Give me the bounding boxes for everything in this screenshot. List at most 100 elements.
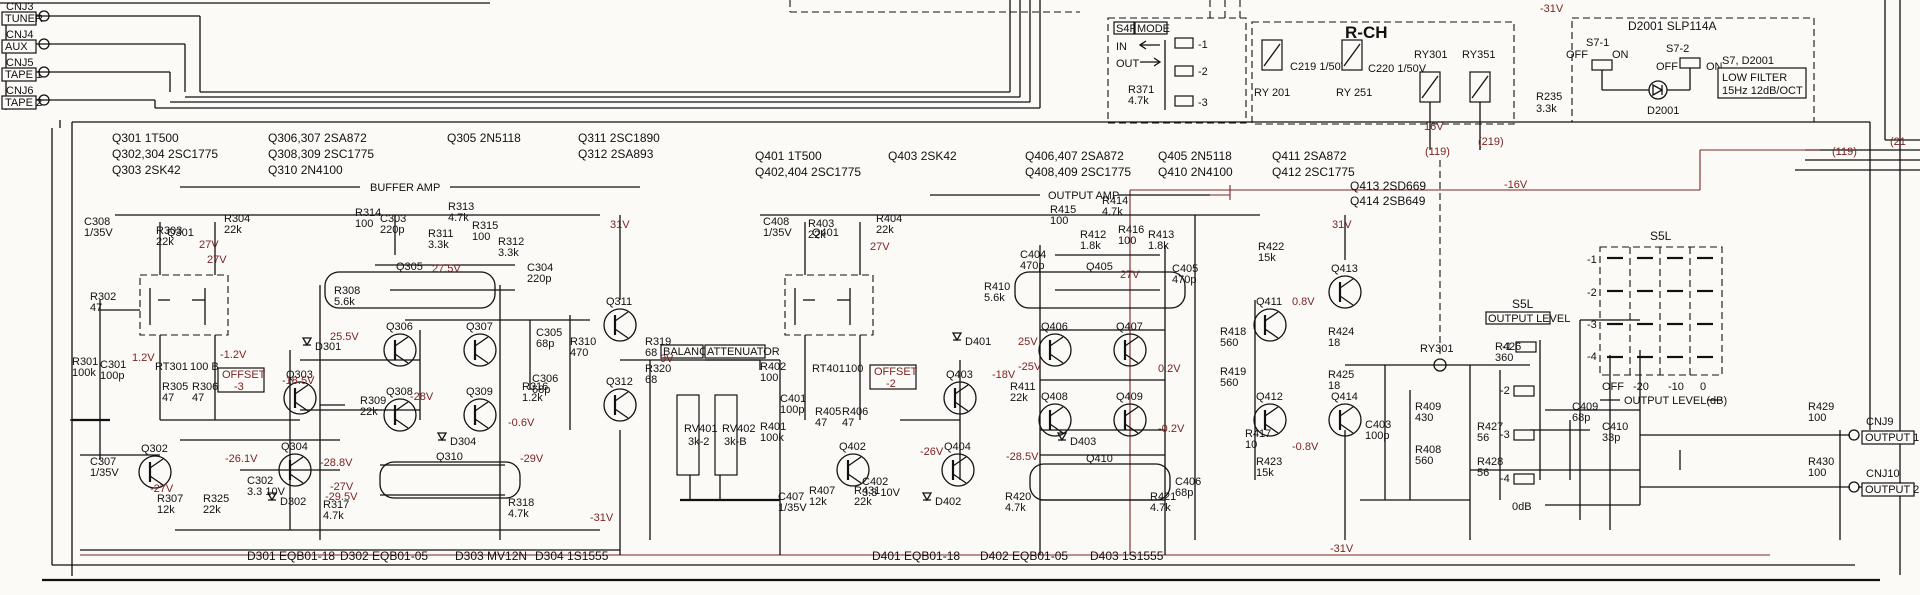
node-voltage: -1.2V: [220, 349, 247, 361]
component-value: 100: [1808, 467, 1826, 479]
component-value: 68p: [536, 338, 554, 350]
svg-text:-3: -3: [1198, 97, 1208, 109]
diode-list-entry: D304 1S1555: [535, 549, 609, 563]
s7-d2001-label: S7, D2001: [1722, 55, 1774, 67]
transistor-list-entry: Q401 1T500: [755, 149, 822, 163]
transistor-list-entry: Q410 2N4100: [1158, 165, 1233, 179]
component-value: 22k: [854, 496, 872, 508]
component-value: 15k: [1256, 467, 1274, 479]
node-voltage: -18V: [992, 369, 1016, 381]
offset2-label: OFFSET: [874, 366, 918, 378]
component-ref: R429: [1808, 401, 1834, 413]
rv402-val: 3k-B: [724, 436, 747, 448]
transistor-list-entry: Q302,304 2SC1775: [112, 147, 218, 161]
component-ref: R303: [156, 225, 182, 237]
transistor-q408: Q408: [1038, 391, 1072, 437]
transistor-label: Q407: [1116, 321, 1143, 333]
ry301-contact-label: RY301: [1420, 343, 1453, 355]
node-voltage: -27V: [330, 481, 354, 493]
transistor-icon: [1253, 308, 1287, 342]
component-value: 5.6k: [334, 296, 355, 308]
grid-row-2: -2: [1587, 287, 1597, 299]
component-ref: C307: [90, 456, 116, 468]
diode-label-d301: D301: [315, 341, 341, 353]
in-label: IN: [1116, 41, 1127, 53]
attenuator-label: ATTENUATOR: [707, 346, 780, 358]
transistor-label: Q304: [281, 441, 308, 453]
out-label: OUT: [1116, 58, 1140, 70]
component-ref: R420: [1005, 491, 1031, 503]
jack-icon: [38, 66, 50, 78]
transistor-list-entry: Q312 2SA893: [578, 147, 654, 161]
component-value: 3.3k: [428, 239, 449, 251]
component-ref: C408: [763, 216, 789, 228]
low-filter-title: LOW FILTER: [1722, 72, 1787, 84]
node-voltage: -0.8V: [1292, 441, 1319, 453]
node-voltage: -27V: [150, 483, 174, 495]
diode-list-entry: D302 EQB01-05: [340, 549, 428, 563]
diode-list-entry: D401 EQB01-18: [872, 549, 960, 563]
transistor-icon: [1328, 403, 1362, 437]
component-value: 100: [1808, 412, 1826, 424]
transistor-q411: Q411: [1253, 296, 1287, 342]
offset3-label: OFFSET: [222, 369, 266, 381]
s72-off: OFF: [1656, 61, 1678, 73]
component-ref: R425: [1328, 369, 1354, 381]
node-voltage: -26.1V: [225, 453, 258, 465]
out-arrow-icon: [1140, 57, 1162, 67]
amp-frame: [42, 0, 1920, 582]
component-ref: R309: [360, 395, 386, 407]
transistor-label: Q412: [1256, 391, 1283, 403]
component-ref: R409: [1415, 401, 1441, 413]
component-value: 47: [842, 417, 854, 429]
node-voltage: 27V: [199, 239, 219, 251]
component-ref: C405: [1172, 263, 1198, 275]
component-ref: R415: [1050, 204, 1076, 216]
diode-label-d302: D302: [280, 496, 306, 508]
node-voltage: -18.5V: [282, 375, 315, 387]
transistor-label: Q306: [386, 321, 413, 333]
mode-contact-icon: -2: [1174, 65, 1208, 78]
transistor-q304: Q304: [278, 441, 312, 487]
transistor-list-entry: Q403 2SK42: [888, 149, 957, 163]
led-d2001-icon: [1648, 80, 1668, 100]
connector-tag: [1, 11, 37, 26]
component-value: 100: [355, 218, 373, 230]
odb-label: 0dB: [1512, 501, 1532, 513]
component-value: 47: [162, 392, 174, 404]
rv401-ref: RV401: [684, 423, 717, 435]
diode-label-d401: D401: [965, 336, 991, 348]
transistor-q409: Q409: [1113, 391, 1147, 437]
component-value: 4.7k: [323, 510, 344, 522]
transistor-list-entry: Q413 2SD669: [1350, 179, 1426, 193]
connector-ref: CNJ4: [6, 29, 34, 41]
connector-name: TAPE 1: [5, 69, 42, 81]
connector-tag: [1, 95, 37, 110]
component-ref: R318: [508, 497, 534, 509]
component-value: 68p: [1572, 412, 1590, 424]
dual-fet-icon: [1014, 271, 1186, 309]
